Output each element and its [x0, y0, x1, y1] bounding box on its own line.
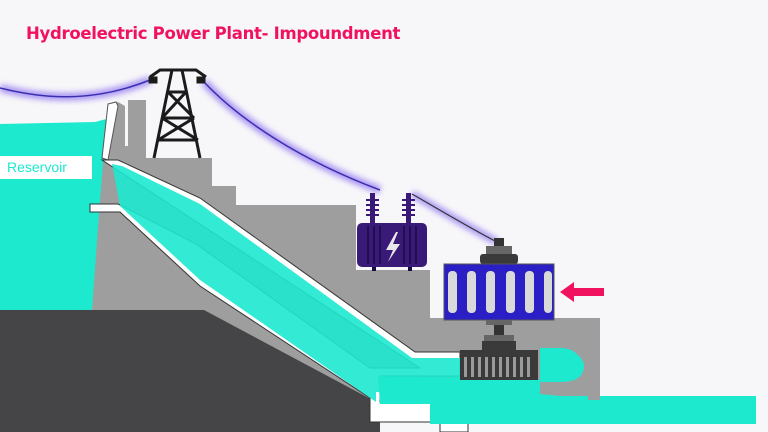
- transmission-tower: [148, 68, 207, 159]
- turbine: [460, 350, 538, 380]
- diagram-title: Hydroelectric Power Plant- Impoundment: [26, 24, 401, 43]
- outflow-curl: [540, 350, 584, 382]
- lightning-icon: [386, 232, 400, 262]
- outflow-lower: [430, 396, 756, 424]
- transformer: [357, 193, 427, 271]
- penstock-water: [112, 164, 470, 402]
- bedrock: [0, 310, 380, 432]
- dam-crest: [101, 101, 119, 161]
- power-lines: [0, 76, 499, 246]
- reservoir-label: Reservoir: [0, 156, 92, 179]
- arrow-left-icon: [560, 282, 604, 302]
- generator: [443, 238, 555, 353]
- dam-block-right: [588, 340, 600, 400]
